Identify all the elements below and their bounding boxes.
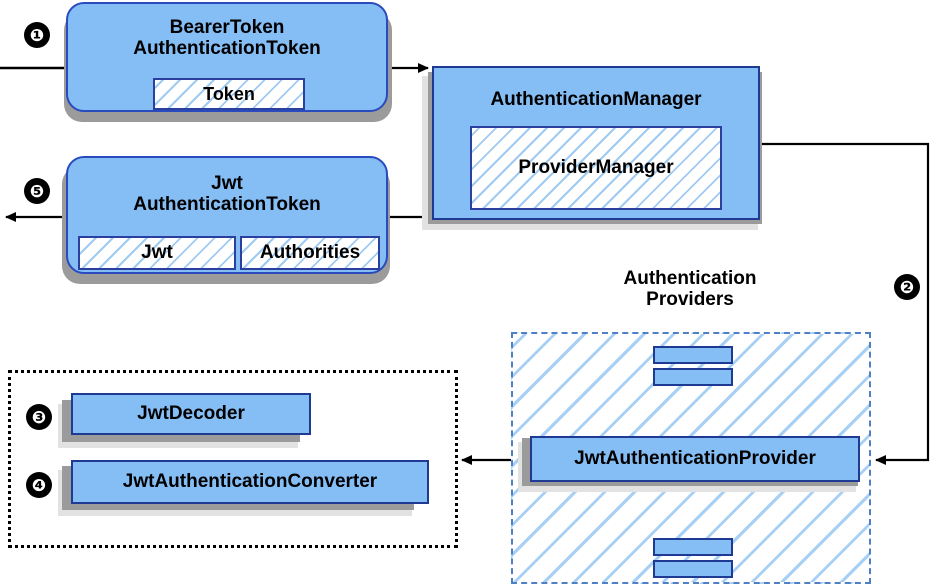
provider-stack-bar-bottom-1: [653, 538, 733, 556]
authorities-slot-label: Authorities: [259, 242, 361, 263]
step-marker-1: ❶: [24, 22, 50, 48]
jwt-authentication-token-title: Jwt AuthenticationToken: [133, 172, 321, 215]
jwt-slot-label: Jwt: [141, 242, 173, 263]
jwt-authentication-provider-label: JwtAuthenticationProvider: [574, 448, 816, 470]
step-marker-3: ❸: [26, 404, 52, 430]
jwt-authentication-converter-card[interactable]: JwtAuthenticationConverter: [71, 460, 429, 504]
provider-stack-bar-top-1: [653, 346, 733, 364]
jwt-decoder-card[interactable]: JwtDecoder: [71, 393, 311, 435]
bearer-token-title: BearerToken AuthenticationToken: [133, 16, 321, 59]
jwt-decoder-label: JwtDecoder: [137, 403, 245, 425]
jwt-support-region: [8, 370, 458, 548]
bearer-token-slot-label: Token: [203, 83, 255, 104]
step-marker-4: ❹: [26, 472, 52, 498]
provider-stack-bar-top-2: [653, 368, 733, 386]
authentication-manager-title: AuthenticationManager: [490, 89, 702, 111]
jwt-token-slot-jwt[interactable]: Jwt: [78, 236, 236, 270]
step-marker-5: ❺: [24, 178, 50, 204]
authentication-manager-card[interactable]: AuthenticationManager ProviderManager: [432, 66, 760, 220]
bearer-token-card[interactable]: BearerToken AuthenticationToken Token: [66, 2, 388, 112]
jwt-authentication-converter-label: JwtAuthenticationConverter: [122, 471, 378, 493]
authentication-providers-title: Authentication Providers: [623, 268, 757, 311]
jwt-token-slot-authorities[interactable]: Authorities: [240, 236, 380, 270]
jwt-authentication-token-card[interactable]: Jwt AuthenticationToken Jwt Authorities: [66, 156, 388, 274]
authentication-manager-slot-providermanager[interactable]: ProviderManager: [470, 126, 722, 210]
jwt-authentication-provider-card[interactable]: JwtAuthenticationProvider: [530, 436, 860, 482]
step-marker-2: ❷: [894, 274, 920, 300]
bearer-token-slot-token[interactable]: Token: [153, 78, 305, 110]
provider-manager-label: ProviderManager: [518, 157, 674, 178]
provider-stack-bar-bottom-2: [653, 560, 733, 578]
